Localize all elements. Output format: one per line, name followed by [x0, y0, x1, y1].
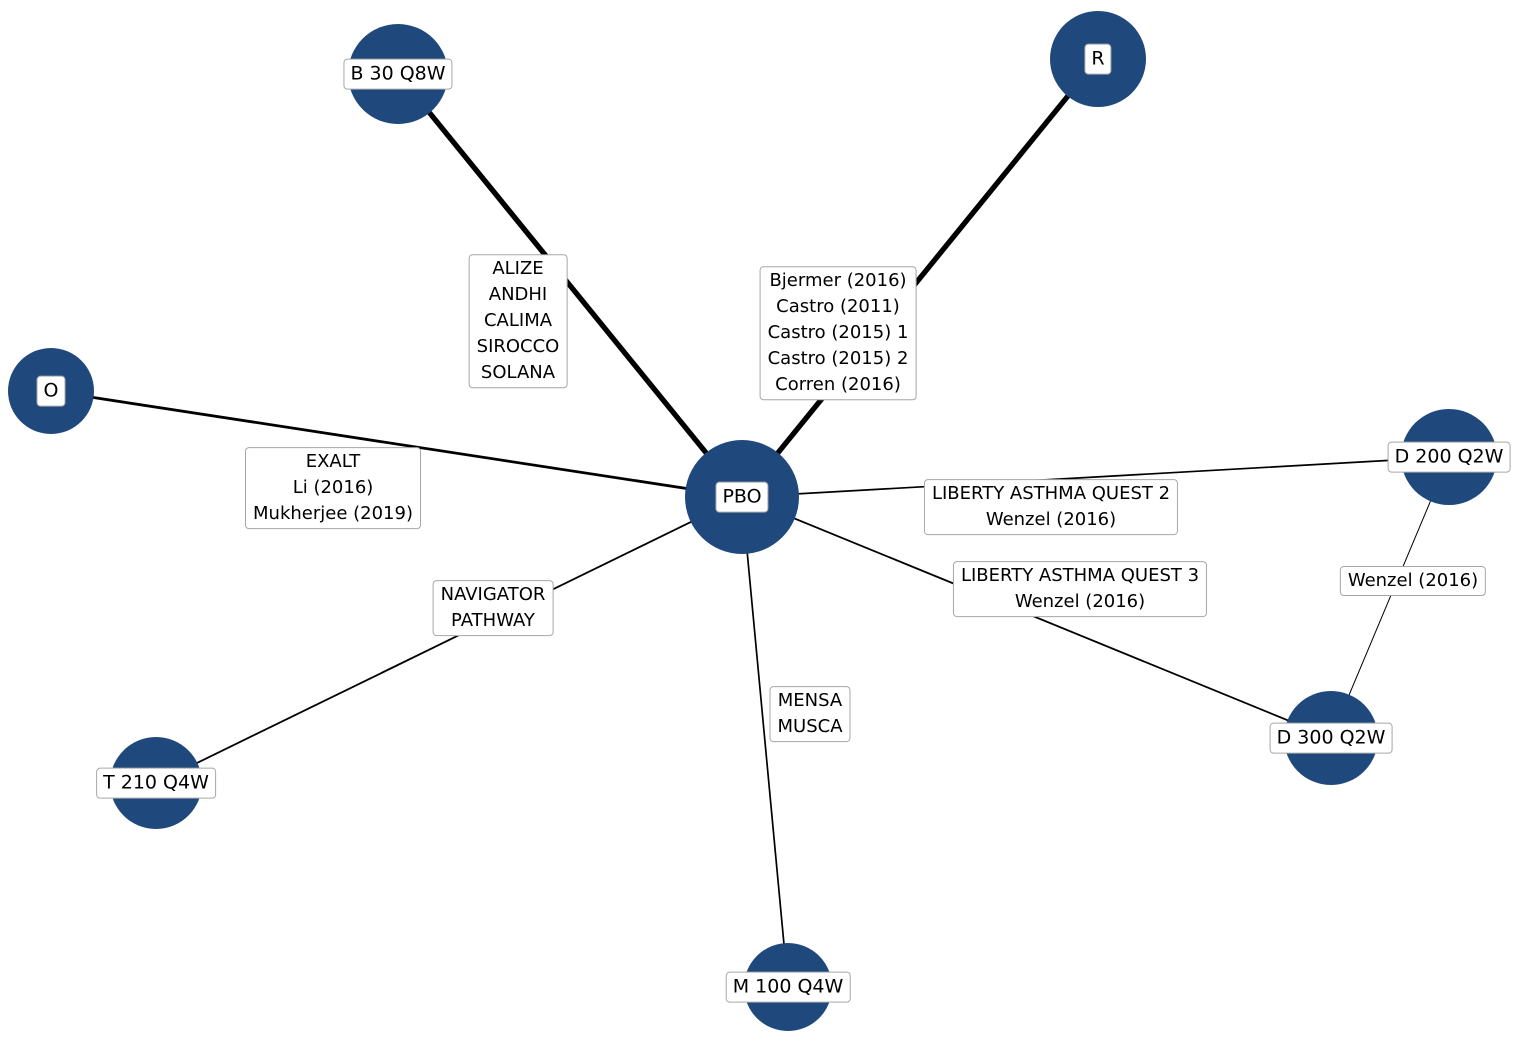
node-label-o: O — [36, 375, 66, 407]
edge-label-o-to-pbo: EXALT Li (2016) Mukherjee (2019) — [245, 447, 421, 529]
edge-label-pbo-to-m-100-q4w: MENSA MUSCA — [769, 686, 851, 742]
edge-label-pbo-to-d-200-q2w: LIBERTY ASTHMA QUEST 2 Wenzel (2016) — [923, 479, 1179, 535]
node-label-t-210-q4w: T 210 Q4W — [96, 767, 216, 799]
edge-label-r-to-pbo: Bjermer (2016) Castro (2011) Castro (2015)… — [759, 266, 917, 400]
edge-label-study-name: EXALT — [305, 451, 361, 473]
node-label-pbo: PBO — [715, 481, 769, 513]
edge-label-pbo-to-d-300-q2w: LIBERTY ASTHMA QUEST 3 Wenzel (2016) — [952, 561, 1208, 617]
edge-label-study-name: SIROCCO — [476, 335, 560, 357]
edge-line-o-to-pbo — [49, 389, 744, 499]
edge-label-study-name: Mukherjee (2019) — [253, 502, 413, 524]
edge-line-d-200-q2w-to-d-300-q2w — [1330, 456, 1450, 739]
edge-label-study-name: ANDHI — [488, 284, 548, 306]
edge-label-pbo-to-t-210-q4w: NAVIGATOR PATHWAY — [432, 580, 554, 636]
edge-line-r-to-pbo — [739, 56, 1101, 500]
edge-label-study-name: Wenzel (2016) — [1014, 591, 1146, 612]
node-label-m-100-q4w: M 100 Q4W — [725, 971, 851, 1003]
edge-label-study-name: SOLANA — [480, 361, 556, 383]
edge-label-study-name: Castro (2015) 1 — [767, 322, 909, 344]
edge-label-study-name: LIBERTY ASTHMA QUEST 2 — [931, 483, 1171, 505]
node-label-d-300-q2w: D 300 Q2W — [1269, 722, 1393, 754]
edge-label-study-name: Li (2016) — [292, 477, 374, 499]
edge-line-pbo-to-m-100-q4w — [741, 496, 789, 988]
node-label-d-200-q2w: D 200 Q2W — [1387, 441, 1511, 473]
edge-label-study-name: Corren (2016) — [775, 373, 901, 395]
edge-label-b-30-q8w-to-pbo: ALIZE ANDHI CALIMA SIROCCO SOLANA — [468, 254, 568, 388]
edge-label-d-200-q2w-to-d-300-q2w: Wenzel (2016) — [1339, 566, 1487, 596]
edge-line-pbo-to-d-200-q2w — [741, 456, 1450, 498]
edge-line-b-30-q8w-to-pbo — [395, 71, 745, 500]
edge-label-study-name: ALIZE — [492, 258, 544, 280]
edge-label-study-name: Wenzel (2016) — [1347, 570, 1479, 592]
edge-label-study-name: Castro (2011) — [776, 296, 900, 318]
edge-label-study-name: NAVIGATOR — [440, 584, 546, 606]
node-label-b-30-q8w: B 30 Q8W — [343, 58, 453, 90]
edge-label-study-name: PATHWAY — [451, 610, 535, 631]
edge-label-study-name: Bjermer (2016) — [769, 270, 907, 292]
edge-label-study-name: LIBERTY ASTHMA QUEST 3 — [960, 565, 1200, 587]
edge-line-pbo-to-t-210-q4w — [155, 496, 743, 784]
edge-label-study-name: Castro (2015) 2 — [767, 347, 909, 369]
node-label-r: R — [1084, 43, 1112, 75]
edge-line-pbo-to-d-300-q2w — [741, 496, 1332, 739]
edge-label-study-name: MUSCA — [777, 716, 843, 737]
edge-label-study-name: Wenzel (2016) — [985, 509, 1117, 530]
edge-label-study-name: CALIMA — [483, 310, 553, 332]
edge-label-study-name: MENSA — [777, 690, 843, 712]
